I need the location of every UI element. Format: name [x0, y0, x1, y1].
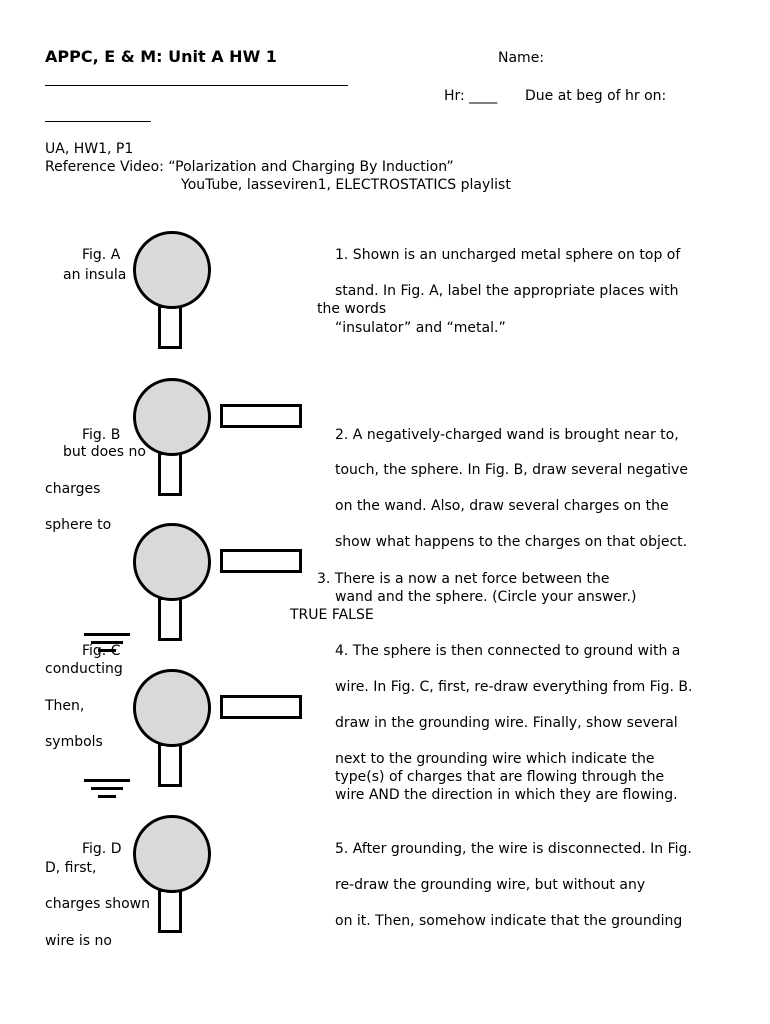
q5-line1: 5. After grounding, the wire is disconne… — [335, 841, 692, 857]
q4-line2: wire. In Fig. C, first, re-draw everythi… — [335, 679, 693, 695]
name-label: Name: — [498, 50, 545, 66]
sphere-to-text: sphere to — [45, 517, 112, 533]
page-title: APPC, E & M: Unit A HW 1 — [45, 47, 277, 66]
q5-line2: re-draw the grounding wire, but without … — [335, 877, 646, 893]
then-text: Then, — [45, 698, 85, 714]
q2-line1: 2. A negatively-charged wand is brought … — [335, 427, 679, 443]
due-label: Due at beg of hr on: — [525, 88, 667, 104]
fig-a-metal-sphere — [133, 231, 211, 309]
fig-d-metal-sphere — [133, 815, 211, 893]
fig-b-label: Fig. B — [82, 427, 121, 443]
fig-a-label: Fig. A — [82, 247, 121, 263]
fig-b-continuation: but does no — [63, 444, 146, 460]
charges-shown-text: charges shown — [45, 896, 150, 912]
q1-line1: 1. Shown is an uncharged metal sphere on… — [335, 247, 681, 263]
fig-extra-insulating-stand — [158, 597, 182, 641]
fig-d-insulating-stand — [158, 889, 182, 933]
q4-line4: next to the grounding wire which indicat… — [335, 751, 655, 767]
fig-d-label: Fig. D — [82, 841, 122, 857]
q3-true-false: TRUE FALSE — [290, 607, 374, 623]
d-first-text: D, first, — [45, 860, 97, 876]
fig-a-insulating-stand — [158, 305, 182, 349]
symbols-text: symbols — [45, 734, 103, 750]
hour-label: Hr: ____ — [444, 88, 498, 104]
q3-line1: 3. There is a now a net force between th… — [317, 571, 610, 587]
q1-line3: the words — [317, 301, 387, 317]
ground-symbol-icon — [84, 779, 130, 805]
q2-line2: touch, the sphere. In Fig. B, draw sever… — [335, 462, 688, 478]
fig-b-metal-sphere — [133, 378, 211, 456]
fig-extra-charged-wand — [220, 549, 302, 573]
reference-video: Reference Video: “Polarization and Charg… — [45, 159, 454, 175]
charges-text: charges — [45, 481, 101, 497]
q5-line3: on it. Then, somehow indicate that the g… — [335, 913, 683, 929]
name-underline — [45, 85, 348, 86]
fig-b-charged-wand — [220, 404, 302, 428]
q2-line4: show what happens to the charges on that… — [335, 534, 688, 550]
q1-line4: “insulator” and “metal.” — [335, 320, 506, 336]
conducting-text: conducting — [45, 661, 123, 677]
fig-c-insulating-stand — [158, 743, 182, 787]
q4-line6: wire AND the direction in which they are… — [335, 787, 678, 803]
q4-line3: draw in the grounding wire. Finally, sho… — [335, 715, 678, 731]
q4-line1: 4. The sphere is then connected to groun… — [335, 643, 681, 659]
fig-b-insulating-stand — [158, 452, 182, 496]
fig-c-metal-sphere — [133, 669, 211, 747]
fig-extra-metal-sphere — [133, 523, 211, 601]
q4-line5: type(s) of charges that are flowing thro… — [335, 769, 665, 785]
q2-line3: on the wand. Also, draw several charges … — [335, 498, 669, 514]
q1-line2: stand. In Fig. A, label the appropriate … — [335, 283, 679, 299]
ground-symbol-icon — [84, 633, 130, 659]
reference-source: YouTube, lasseviren1, ELECTROSTATICS pla… — [181, 177, 511, 193]
due-date-underline — [45, 121, 151, 122]
wire-is-no-text: wire is no — [45, 933, 112, 949]
fig-a-continuation: an insula — [63, 267, 127, 283]
problem-id: UA, HW1, P1 — [45, 141, 134, 157]
fig-c-charged-wand — [220, 695, 302, 719]
q3-line2: wand and the sphere. (Circle your answer… — [335, 589, 637, 605]
